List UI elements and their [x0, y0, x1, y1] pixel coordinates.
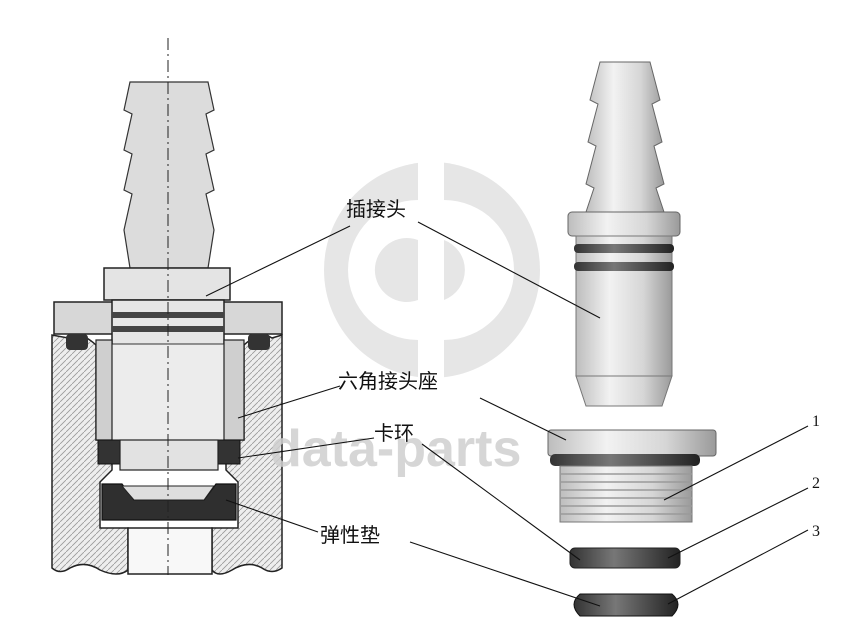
- leader-clip-left: [237, 437, 375, 459]
- clip-ring-section-left: [97, 439, 121, 465]
- label-gasket: 弹性垫: [320, 523, 380, 547]
- leader-clip-right: [421, 443, 581, 561]
- plug-barb: [585, 61, 665, 213]
- clip-ring-part: [569, 547, 681, 569]
- cross-section-view: [51, 38, 283, 575]
- hose-barb: [123, 81, 215, 269]
- leader-part-2: [667, 487, 809, 559]
- leader-gasket-left: [225, 499, 319, 533]
- gasket-part: [573, 593, 679, 617]
- plug-collar-3d: [567, 211, 681, 237]
- leader-plug-right: [417, 221, 601, 319]
- hex-wall-right: [223, 339, 245, 441]
- leader-lines: [205, 221, 809, 607]
- o-ring-1: [574, 244, 674, 253]
- top-seal-left: [66, 334, 88, 350]
- label-plug: 插接头: [346, 197, 406, 221]
- part-number-1: 1: [812, 413, 820, 430]
- watermark: data-parts: [270, 160, 540, 478]
- leader-gasket-right: [409, 541, 601, 607]
- hex-wall-left: [95, 339, 113, 441]
- plug-tip-3d: [575, 375, 673, 407]
- o-ring-2: [574, 262, 674, 271]
- o-ring-section-1: [112, 312, 224, 318]
- leader-part-1: [663, 425, 809, 501]
- plug-nose: [120, 485, 215, 501]
- exploded-view: [547, 61, 717, 617]
- housing-section: [51, 334, 129, 575]
- gd-logo-icon: [324, 160, 540, 380]
- clip-ring-section-right: [217, 439, 241, 465]
- part-number-3: 3: [812, 523, 820, 540]
- label-hex-seat: 六角接头座: [338, 369, 438, 393]
- leader-part-3: [667, 529, 809, 605]
- plug-collar: [103, 267, 231, 301]
- label-clip-ring: 卡环: [374, 421, 414, 445]
- bore: [127, 527, 213, 575]
- leader-plug-left: [205, 225, 351, 297]
- plug-body-3d: [575, 235, 673, 377]
- part-number-2: 2: [812, 475, 820, 492]
- plug-tip-section: [119, 439, 219, 471]
- hex-seat-part: [547, 429, 717, 523]
- leader-hex-left: [237, 385, 341, 419]
- leader-hex-right: [479, 397, 567, 441]
- watermark-text: data-parts: [270, 420, 521, 478]
- top-seal-right: [248, 334, 270, 350]
